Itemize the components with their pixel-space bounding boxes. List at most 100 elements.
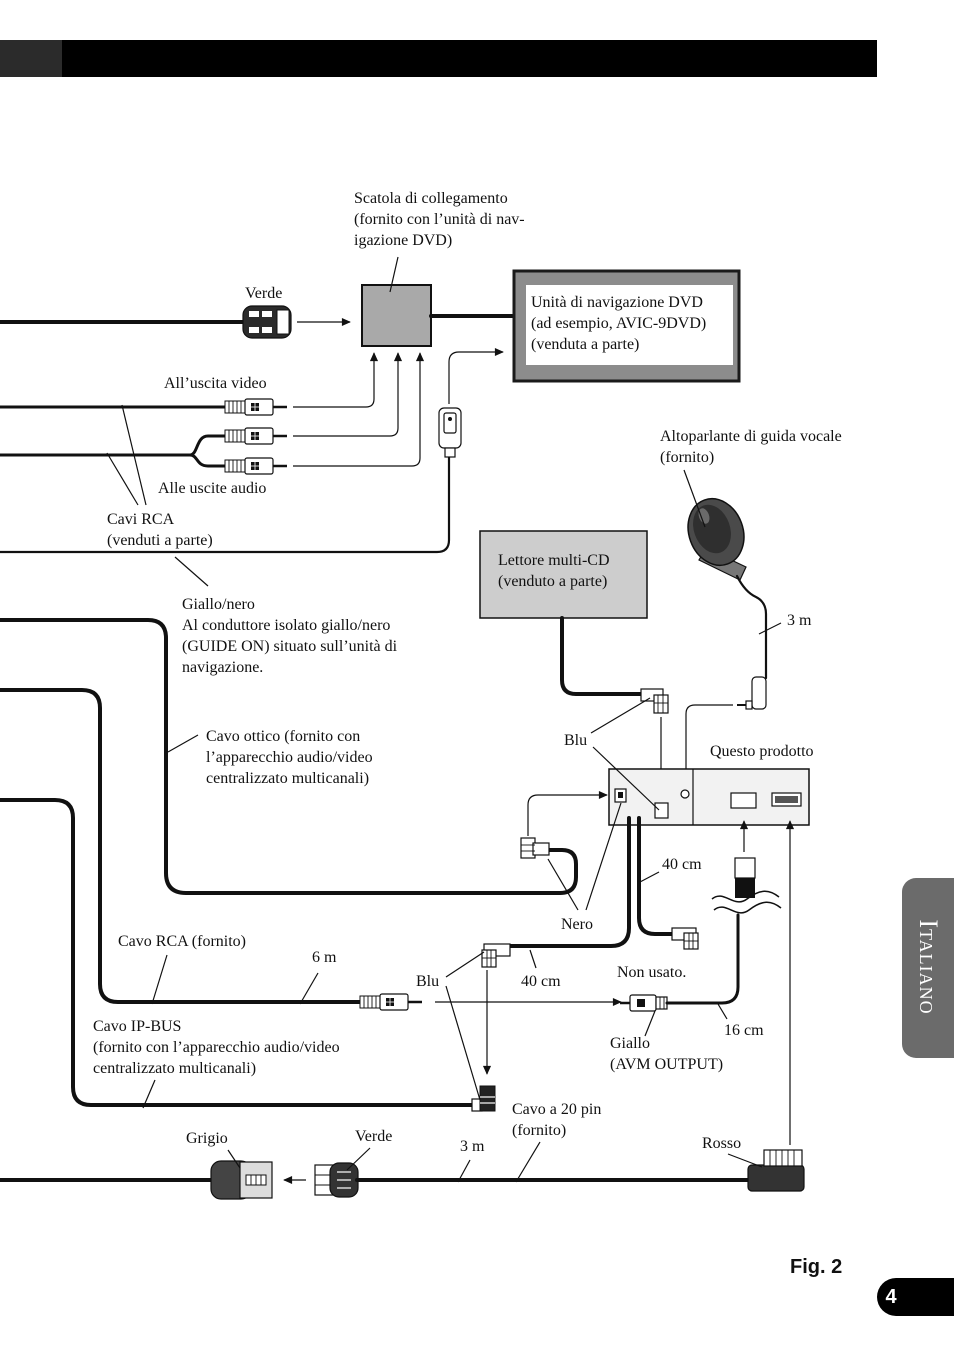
avm-output-lead [665,913,740,1005]
twenty-pin-port [771,792,802,807]
multi-cd-cable [560,616,644,696]
length-6m-pointer [299,972,319,1005]
optical-cable-label: Cavo ottico (fornito con l’apparecchio a… [206,726,373,789]
yellow-avm-label-line: Giallo [610,1035,650,1052]
nav-unit-panel [526,285,733,365]
avm-output-plug [620,994,668,1012]
junction-box-label-line: (fornito con l’unità di nav- [354,211,525,228]
header-accent-block [0,40,62,77]
length-16-pointer [717,1003,728,1020]
gray-pointer [227,1149,241,1169]
speaker-arrow [681,704,733,784]
green-top-label: Verde [245,285,283,302]
black-label: Nero [561,916,593,933]
header-bar [0,40,877,77]
yellow-avm-pointer [644,1010,656,1037]
ipbus-connector [471,1085,496,1112]
video-arrow [293,352,379,408]
language-side-tab [902,878,954,1058]
speaker-pointer [683,469,706,528]
black-pointer-connector [547,858,579,911]
rca-supplied-plug [358,992,424,1012]
language-tab-label: Italiano [914,919,943,1015]
multi-cd-box [479,530,648,619]
guide-on-connector [438,407,462,458]
speaker-label: Altoparlante di guida vocale (fornito) [660,426,842,468]
rca-supplied-cable [0,688,364,1004]
ipbus-pointer [142,1079,156,1109]
speaker-length-label: 3 m [787,612,812,629]
unused-connector [671,927,699,950]
speaker-length-pointer [758,622,782,635]
page-number-badge [877,1278,954,1316]
blue-lower-pointer-connector [445,951,485,978]
audio-rca-plug-right [223,456,289,476]
speaker-jack [680,789,690,799]
speaker-cable [735,574,768,680]
avm-lead-tube [735,878,755,898]
rca-supplied-label: Cavo RCA (fornito) [118,933,246,950]
ipbus-label-line: Cavo IP-BUS [93,1018,182,1035]
product-lead-blue [508,816,631,948]
ipbus-label: Cavo IP-BUS (fornito con l’apparecchio a… [93,1016,340,1079]
junction-box-label-line: igazione DVD) [354,232,453,249]
red-label: Rosso [702,1135,742,1152]
product-lead-unused [637,816,674,936]
nav-unit-label: Unità di navigazione DVD (ad esempio, AV… [531,292,706,355]
twenty-pin-label: Cavo a 20 pin (fornito) [512,1099,601,1141]
length-40-lower-pointer [529,949,537,969]
length-6m-label: 6 m [312,949,337,966]
blue-upper-pointer-connector [590,697,651,734]
speaker-label-line: Altoparlante di guida vocale [660,428,842,445]
length-40-lower-label: 40 cm [521,973,561,990]
video-rca-plug [223,397,289,417]
optical-cable-label-line: Cavo ottico (fornito con [206,728,361,745]
yellow-black-label-line: Al conduttore isolato giallo/nero [182,617,391,634]
blue-upper-label: Blu [564,732,588,749]
blue-lower-pointer-ipbus [445,985,481,1101]
optical-cable-label-line: centralizzato multicanali) [206,770,370,787]
rca-cables-label: Cavi RCA (venduti a parte) [107,509,213,551]
yellow-black-pointer [174,556,209,587]
rca-supplied-pointer [151,954,168,1005]
blue-lower-label: Blu [416,973,440,990]
red-pointer [727,1153,763,1168]
avm-output-port [730,792,757,809]
length-16-label: 16 cm [724,1022,764,1039]
audio-out-label: Alle uscite audio [158,480,267,497]
ipbus-cable [0,798,474,1107]
green-bottom-label: Verde [355,1128,393,1145]
yellow-black-label-line: (GUIDE ON) situato sull’unità di [182,638,398,655]
junction-box-pointer [389,256,399,293]
audio-arrow-right [293,352,425,467]
guide-on-arrow [448,347,504,404]
speaker-label-line: (fornito) [660,449,715,466]
not-used-label: Non usato. [617,964,687,981]
junction-box-label-line: Scatola di collegamento [354,190,508,207]
product-label: Questo prodotto [710,743,814,760]
optical-cable-pointer [167,734,199,753]
speaker-mini-plug [737,676,767,710]
optical-port [614,788,627,803]
length-3m-bottom-pointer [457,1159,471,1183]
figure-caption: Fig. 2 [790,1256,843,1278]
rca-cables-pointer-video [121,404,147,506]
length-40-upper-pointer [639,871,660,883]
junction-box [361,284,432,347]
lower-blue-connector [481,943,511,968]
multi-cd-label: Lettore multi-CD (venduto a parte) [498,550,610,592]
nav-unit-label-line: Unità di navigazione DVD [531,294,703,311]
blue-upper-pointer-port [592,746,660,811]
ipbus-label-line: (fornito con l’apparecchio audio/video [93,1039,340,1056]
optical-cable [0,618,578,895]
yellow-avm-label: Giallo (AVM OUTPUT) [610,1033,723,1075]
yellow-black-label-line: navigazione. [182,659,264,676]
yellow-black-label-line: Giallo/nero [182,596,255,613]
gray-label: Grigio [186,1130,228,1147]
optical-cable-label-line: l’apparecchio audio/video [206,749,373,766]
multi-cd-label-line: Lettore multi-CD [498,552,610,569]
twenty-pin-label-line: (fornito) [512,1122,567,1139]
cable-break-mark-upper [711,890,780,903]
